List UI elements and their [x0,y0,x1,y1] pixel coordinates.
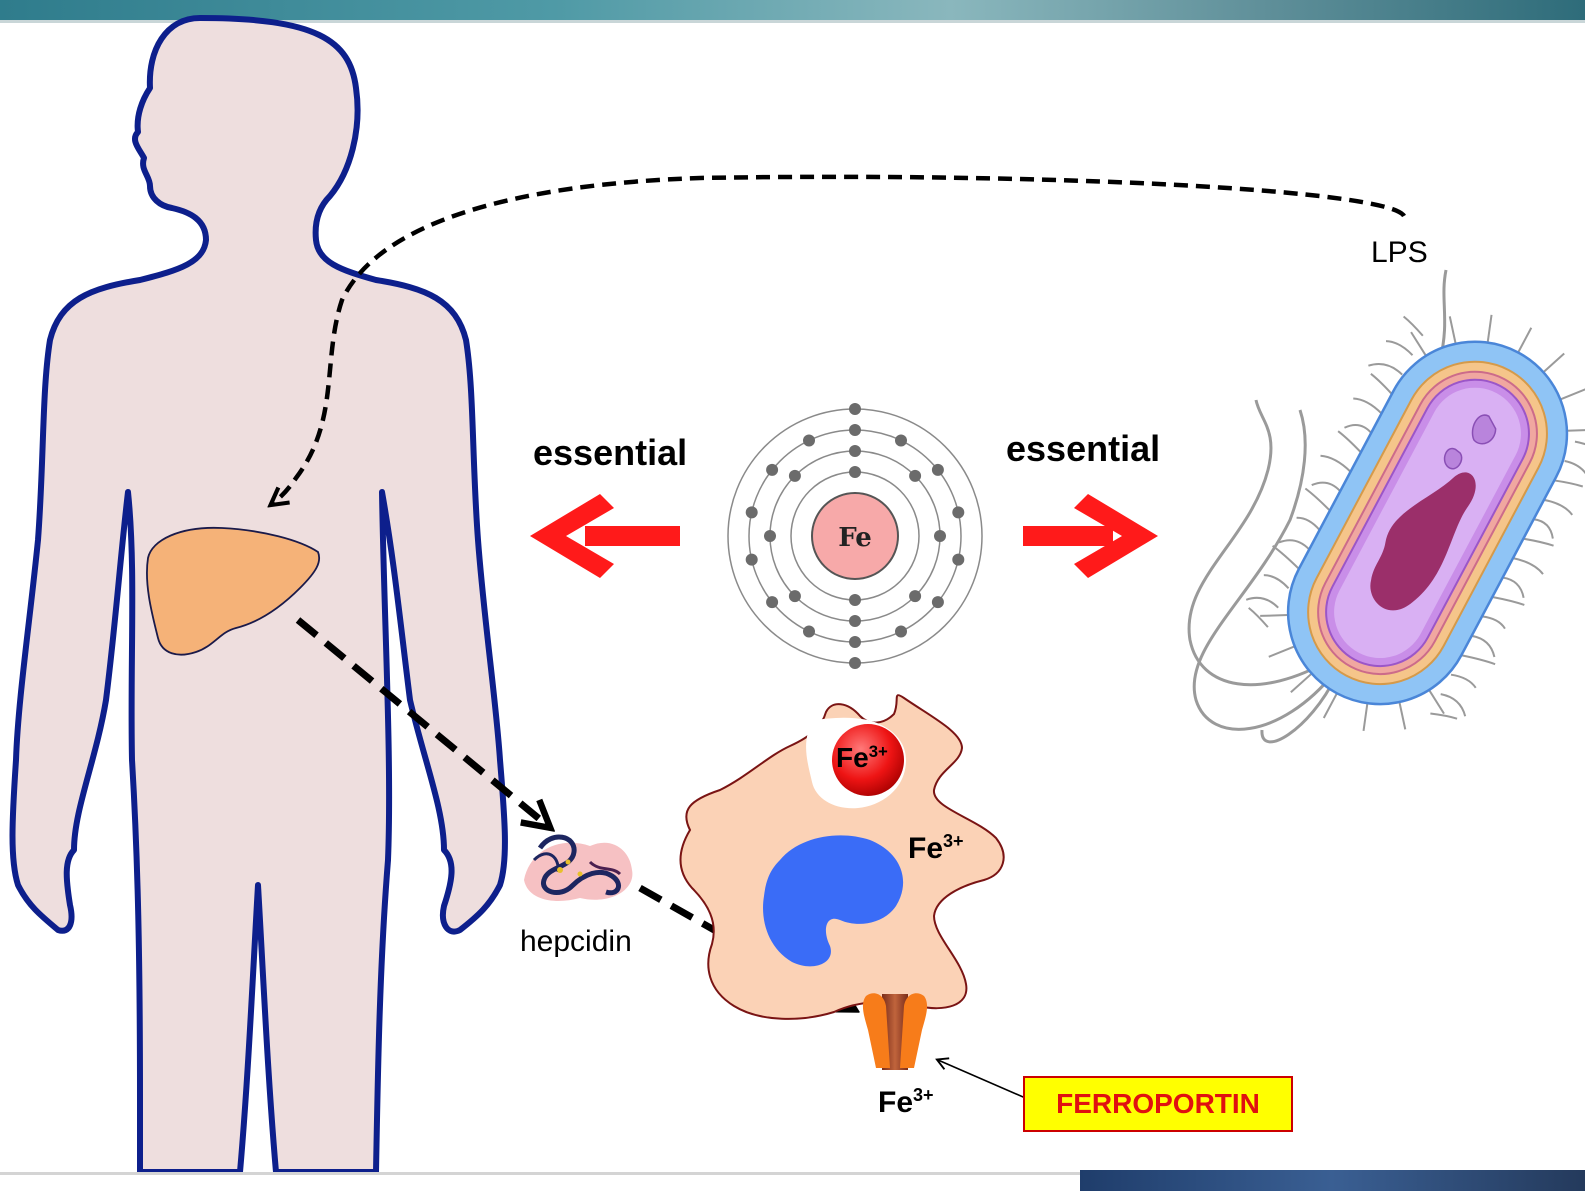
hepcidin-label: hepcidin [520,925,632,959]
pilus [1554,473,1582,493]
ferroportin-channel-icon [863,993,927,1070]
electron [789,470,801,482]
electron [803,626,815,638]
essential-left-label: essential [533,432,687,474]
electron [952,506,964,518]
electron [849,445,861,457]
pilus [1543,349,1564,377]
pilus [1264,573,1290,589]
electron [803,435,815,447]
pilus [1523,532,1553,553]
electron [849,657,861,669]
pilus [1451,672,1477,688]
electron [766,596,778,608]
electron [932,596,944,608]
electron [849,403,861,415]
pilus [1544,497,1574,515]
bacterium-icon [1189,269,1585,778]
electron [849,636,861,648]
electron [766,464,778,476]
pilus [1567,418,1585,442]
ferroportin-label: FERROPORTIN [1056,1088,1260,1120]
electron [895,626,907,638]
pilus [1367,374,1395,394]
pilus [1479,315,1500,343]
pilus [1513,555,1544,574]
electron [934,530,946,542]
electron [849,466,861,478]
electron [952,554,964,566]
electron [764,530,776,542]
ferroportin-highlight-box: FERROPORTIN [1023,1076,1293,1132]
pilus [1400,317,1427,336]
pilus [1279,534,1310,557]
electron [746,554,758,566]
ferroportin-pointer-arrow [938,1060,1030,1100]
electron [895,435,907,447]
pilus [1302,489,1334,511]
essential-right-label: essential [1006,428,1160,470]
pilus [1561,459,1585,484]
pilus [1518,328,1531,353]
footer-image-strip [1080,1170,1585,1191]
electron [746,506,758,518]
pilus [1575,439,1585,456]
electron [909,590,921,602]
pilus [1437,693,1470,717]
electron [789,590,801,602]
pilus [1321,453,1352,472]
pilus [1482,614,1506,629]
pilus [1386,338,1414,355]
fe-sphere-label: Fe3+ [836,742,888,774]
pilus [1312,476,1341,498]
fe-exported-label: Fe3+ [878,1086,934,1120]
pilus [1468,634,1499,657]
atom-symbol: Fe [838,523,872,553]
footer-divider [0,1172,1080,1175]
hepcidin-molecule-icon [524,837,632,901]
electron [909,470,921,482]
pilus [1353,396,1383,414]
pilus [1499,576,1528,598]
pilus [1423,690,1451,714]
electron [849,615,861,627]
pilus [1245,608,1272,627]
red-arrow-right [1023,494,1158,578]
pilus [1492,590,1524,612]
electron [932,464,944,476]
pilus [1368,357,1403,382]
pilus [1461,648,1495,671]
pilus [1389,702,1415,729]
pilus [1297,515,1321,530]
pilus [1430,706,1457,725]
electron [849,424,861,436]
pilus [1355,703,1376,731]
red-arrow-left [530,494,680,578]
pilus [1334,431,1364,452]
pilus [1269,638,1295,665]
pilus [1560,380,1585,407]
lps-label: LPS [1371,236,1428,270]
electron [849,594,861,606]
fe-intracellular-label: Fe3+ [908,832,964,866]
